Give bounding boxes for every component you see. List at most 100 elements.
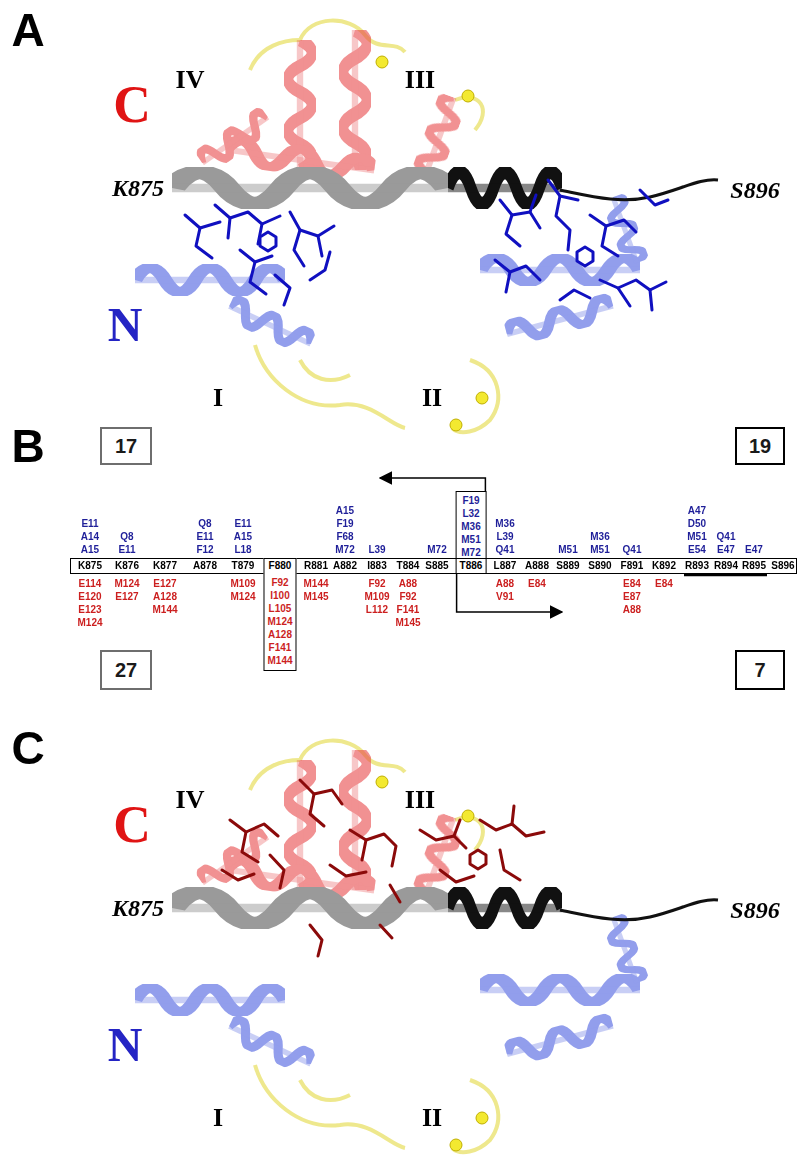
side-chain [512,806,514,824]
side-chain [215,205,230,238]
contact-list: M36 M51 [590,530,609,556]
residue-label: A882 [333,559,357,573]
contact-list: Q41 [623,543,642,556]
domain-label: I [213,385,223,411]
side-chain [590,215,618,256]
side-chain-ring [577,247,593,266]
side-chain [318,226,334,236]
residue-label: S896 [771,559,794,573]
panel-letter: B [11,423,44,469]
contact-list: E11 A14 A15 [81,517,99,556]
contact-list: F92 I100 L105 M124 A128 F141 M144 [267,576,292,667]
domain-label: III [405,67,435,93]
side-chain [262,216,280,224]
side-chain [530,195,536,212]
residue-label: A888 [525,559,549,573]
residue-label: T884 [397,559,420,573]
contact-list: E114 E120 E123 M124 [77,577,102,629]
lobe-label: C [113,79,151,131]
contact-list: Q41 E47 [717,530,736,556]
contact-list: F19 L32 M36 M51 M72 [461,494,480,559]
contact-list: A15 F19 F68 M72 [335,504,354,556]
terminus-label: K875 [112,896,164,920]
residue-label: T886 [460,559,483,573]
side-chain [240,250,266,294]
protein-cartoon [135,21,718,433]
side-chain [230,212,262,244]
n-lobe-side-chains [185,180,668,310]
lobe-label: N [108,1021,143,1069]
domain-label: III [405,787,435,813]
side-chain [440,870,474,882]
residue-label: L887 [494,559,517,573]
panel-number: 19 [749,435,771,458]
side-chain [454,820,460,836]
sequence-underline [684,574,767,577]
panel-number: 7 [754,659,765,682]
side-chain [556,196,570,250]
residue-label: F880 [267,559,292,573]
side-chain [222,870,254,880]
contact-list: M109 M124 [230,577,255,603]
side-chain [618,280,666,290]
contact-list: E11 A15 L18 [234,517,252,556]
contact-list: L39 [368,543,385,556]
side-chain-ring [470,850,486,869]
contact-list: E84 [528,577,546,590]
contact-list: A88 V91 [496,577,514,603]
contact-list: Q8 E11 [118,530,135,556]
panel-number-box: 27 [100,650,152,690]
contact-list: E127 A128 M144 [152,577,177,616]
contact-list: A88 F92 F141 M145 [396,577,421,629]
side-chain [330,865,366,876]
side-chain-ring [260,232,276,251]
side-chain [506,272,510,292]
side-chain [606,220,636,232]
side-chain [650,290,652,310]
residue-label: R893 [685,559,709,573]
terminus-label: S896 [730,898,779,922]
side-chain [200,222,220,228]
panel-number: 27 [115,659,137,682]
side-chain [300,780,342,804]
residue-label: A878 [193,559,217,573]
contact-list: E84 [655,577,673,590]
side-chain [310,252,330,280]
residue-label: R895 [742,559,766,573]
residue-label: I883 [367,559,386,573]
residue-label: R881 [304,559,328,573]
contact-list: M144 M145 [303,577,328,603]
panel-letter: A [11,7,44,53]
terminus-label: S896 [730,178,779,202]
sequence-bar: K875K876K877A878T879R881A882I883T884S885… [70,558,797,574]
domain-label: I [213,1105,223,1131]
residue-label: K892 [652,559,676,573]
side-chain [506,215,520,246]
residue-label: K875 [78,559,102,573]
domain-label: IV [176,67,205,93]
side-chain [310,794,324,826]
lobe-label: N [108,301,143,349]
terminus-label: K875 [112,176,164,200]
side-chain [294,230,304,266]
side-chain [185,215,212,258]
protein-cartoon [135,741,718,1153]
residue-label: S889 [556,559,579,573]
domain-label: II [422,385,442,411]
contact-list: E84 E87 A88 [623,577,641,616]
side-chain [390,885,400,902]
domain-label: IV [176,787,205,813]
residue-label: R894 [714,559,738,573]
residue-box: F880F92 I100 L105 M124 A128 F141 M144 [263,558,296,671]
contact-list: Q8 E11 F12 [196,517,213,556]
side-chain [500,850,520,880]
residue-label: K876 [115,559,139,573]
side-chain [270,855,284,888]
side-chain [380,925,392,938]
residue-label: T879 [232,559,255,573]
c-lobe-side-chains [222,780,544,956]
side-chain [366,834,396,866]
contact-list: M36 L39 Q41 [495,517,514,556]
side-chain [310,925,322,956]
contact-list: M124 E127 [114,577,139,603]
